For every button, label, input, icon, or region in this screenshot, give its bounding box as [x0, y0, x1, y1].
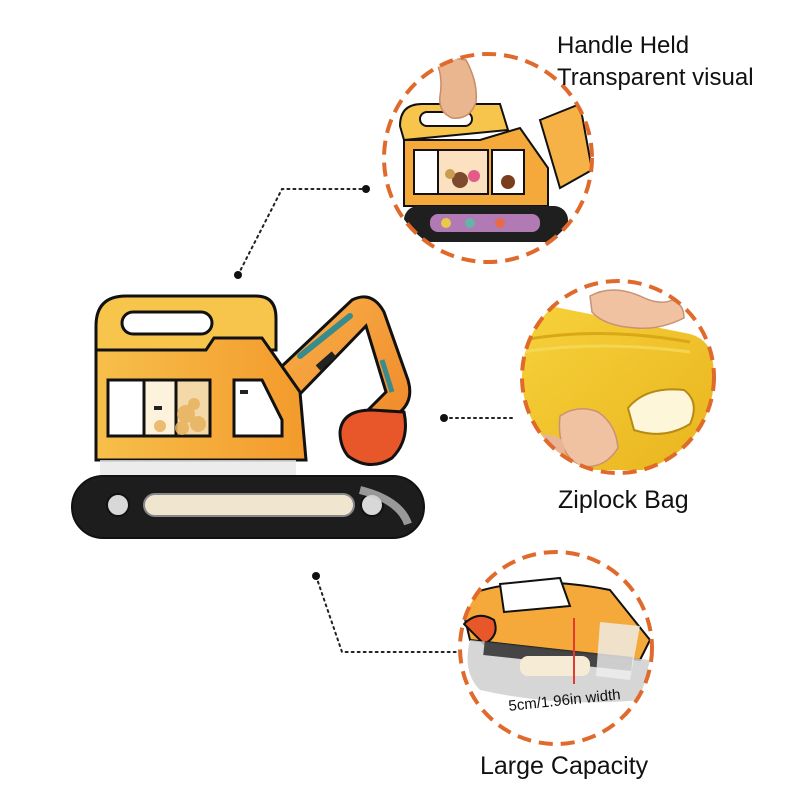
leader-dot — [440, 414, 448, 422]
label-handle-block: Handle Held Transparent visual — [557, 30, 754, 94]
handle-hole — [120, 310, 214, 336]
leader-dot — [312, 572, 320, 580]
arm-piston — [297, 313, 353, 359]
dashed-ring — [458, 550, 654, 746]
dashed-ring — [382, 52, 594, 264]
arm-piston-dark — [315, 351, 337, 371]
leader-dot — [234, 271, 242, 279]
detail-circle-handle — [382, 52, 594, 264]
detail-circle-ziplock — [520, 279, 716, 475]
label-ziplock-bag: Ziplock Bag — [558, 486, 689, 514]
leader-dot — [362, 185, 370, 193]
leader-lines — [237, 188, 517, 653]
arm-piston-boom — [379, 359, 395, 393]
excavator-bucket — [338, 408, 407, 466]
detail-circle-capacity: 5cm/1.96in width — [458, 550, 654, 746]
leader-dots — [234, 185, 448, 580]
leader-line-top — [237, 188, 367, 276]
snack-contents — [154, 398, 206, 435]
window-1 — [106, 378, 146, 438]
label-handle-held: Handle Held — [557, 32, 690, 59]
label-transparent-visual: Transparent visual — [557, 64, 754, 91]
track-window — [143, 493, 355, 517]
excavator-bag-illustration — [71, 294, 425, 539]
label-large-capacity: Large Capacity — [480, 752, 649, 780]
leader-line-bot — [315, 575, 461, 653]
dashed-ring — [520, 279, 716, 475]
